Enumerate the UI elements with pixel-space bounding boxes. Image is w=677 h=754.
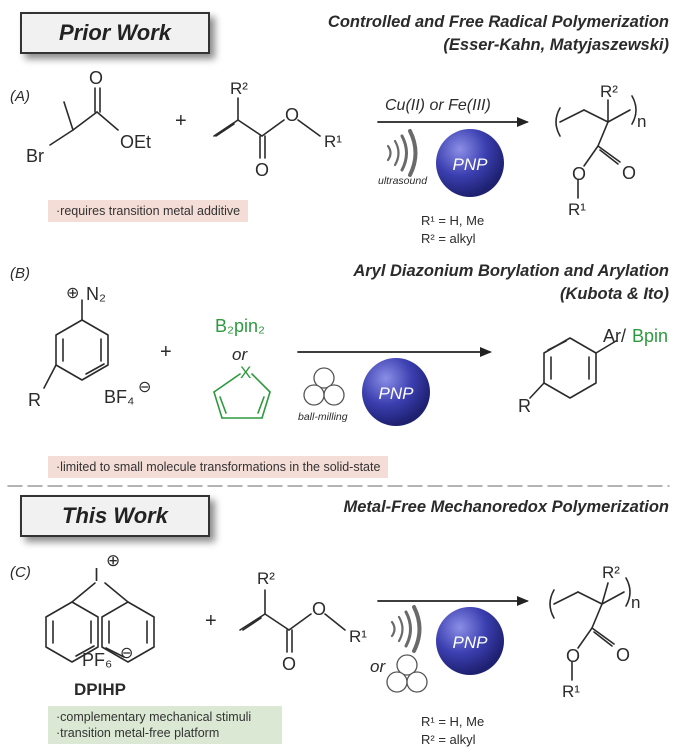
product-a-o-carbonyl: O xyxy=(622,163,636,183)
product-c-o-carbonyl: O xyxy=(616,645,630,665)
ball-milling-label: ball-milling xyxy=(298,411,348,423)
product-c-o-ester: O xyxy=(566,646,580,666)
this-work-box: This Work xyxy=(20,495,210,537)
bromoester-carbonyl-o: O xyxy=(89,68,103,88)
heteroarene-structure xyxy=(213,373,271,419)
note-a: ·requires transition metal additive xyxy=(48,200,249,222)
bromoester-structure xyxy=(49,87,119,146)
pnp-sphere-c xyxy=(436,607,504,675)
biaryl-product-structure xyxy=(529,337,617,399)
monomer-c-o-carbonyl: O xyxy=(282,654,296,674)
pnp-sphere-a xyxy=(436,129,504,197)
diphenyliodonium-structure xyxy=(45,582,155,663)
ultrasound-icon xyxy=(386,129,418,177)
pnp-sphere-b xyxy=(362,358,430,426)
monomer-c-o-ester: O xyxy=(312,599,326,619)
or-b: or xyxy=(232,345,248,364)
note-c: ·complementary mechanical stimuli ·trans… xyxy=(48,706,282,744)
pnp-label-a: PNP xyxy=(453,155,489,174)
prior-work-header-line2: (Esser-Kahn, Matyjaszewski) xyxy=(443,36,669,54)
or-c: or xyxy=(370,657,386,676)
iodonium-plus: ⊕ xyxy=(106,551,120,570)
arrow-a-catalyst: Cu(II) or Fe(III) xyxy=(385,97,491,114)
c-r1-definition: R¹ = H, Me xyxy=(421,714,484,729)
acrylate-monomer-c xyxy=(239,589,346,653)
product-b-bpin: Bpin xyxy=(632,326,668,346)
section-a-label: (A) xyxy=(10,88,30,105)
c-r2-definition: R² = alkyl xyxy=(421,732,476,747)
prior-work-header-line1: Controlled and Free Radical Polymerizati… xyxy=(327,13,669,31)
bf4-minus: ⊖ xyxy=(138,379,151,396)
diazonium-r: R xyxy=(28,390,41,410)
ball-milling-icon xyxy=(303,367,345,406)
product-b-r: R xyxy=(518,396,531,416)
product-c-r2: R² xyxy=(602,563,620,582)
polymer-product-c xyxy=(549,577,631,681)
pnp-label-c: PNP xyxy=(453,633,489,652)
product-a-n: n xyxy=(637,112,646,131)
monomer-a-o-carbonyl: O xyxy=(255,160,269,180)
product-c-r1: R¹ xyxy=(562,682,580,701)
diazonium-n2: N₂ xyxy=(86,284,106,304)
ball-milling-icon-c xyxy=(386,654,428,693)
bromoester-br: Br xyxy=(26,146,44,166)
prior-work-box: Prior Work xyxy=(20,12,210,54)
diazonium-plus: ⊕ xyxy=(66,285,79,302)
product-a-o-ester: O xyxy=(572,164,586,184)
pf6-minus: ⊖ xyxy=(120,645,133,662)
section-c-label: (C) xyxy=(10,564,31,581)
section-b-label: (B) xyxy=(10,265,30,282)
product-c-n: n xyxy=(631,593,640,612)
a-r1-definition: R¹ = H, Me xyxy=(421,213,484,228)
pnp-label-b: PNP xyxy=(379,384,415,403)
dpihp-label: DPIHP xyxy=(74,680,126,699)
note-b: ·limited to small molecule transformatio… xyxy=(48,456,389,478)
iodonium-i: I xyxy=(94,565,99,585)
note-c-line1: ·complementary mechanical stimuli xyxy=(56,710,252,724)
monomer-c-r1: R¹ xyxy=(349,627,367,646)
plus-a: + xyxy=(175,110,187,132)
monomer-a-r2: R² xyxy=(230,79,248,98)
iodonium-pf6: PF₆ xyxy=(82,650,112,670)
polymer-product-a xyxy=(555,95,637,199)
acrylate-monomer-a xyxy=(213,97,321,159)
monomer-a-o-ester: O xyxy=(285,105,299,125)
heteroarene-x: X xyxy=(240,363,251,382)
product-a-r1: R¹ xyxy=(568,200,586,219)
b2pin2-label: B₂pin₂ xyxy=(215,316,265,336)
this-work-header: Metal-Free Mechanoredox Polymerization xyxy=(343,498,670,516)
plus-b: + xyxy=(160,341,172,363)
bromoester-oet: OEt xyxy=(120,132,151,152)
a-r2-definition: R² = alkyl xyxy=(421,231,476,246)
diazonium-bf4: BF₄ xyxy=(104,387,134,407)
plus-c: + xyxy=(205,610,217,632)
ultrasound-label: ultrasound xyxy=(378,175,428,187)
aryl-diazonium-structure xyxy=(43,299,109,389)
monomer-a-r1: R¹ xyxy=(324,132,342,151)
section-b-header-line1: Aryl Diazonium Borylation and Arylation xyxy=(353,262,669,280)
ultrasound-icon-c xyxy=(390,605,422,653)
product-b-ar: Ar/ xyxy=(603,326,626,346)
monomer-c-r2: R² xyxy=(257,569,275,588)
section-b-header-line2: (Kubota & Ito) xyxy=(559,285,669,303)
product-a-r2: R² xyxy=(600,82,618,101)
note-c-line2: ·transition metal-free platform xyxy=(56,726,220,740)
